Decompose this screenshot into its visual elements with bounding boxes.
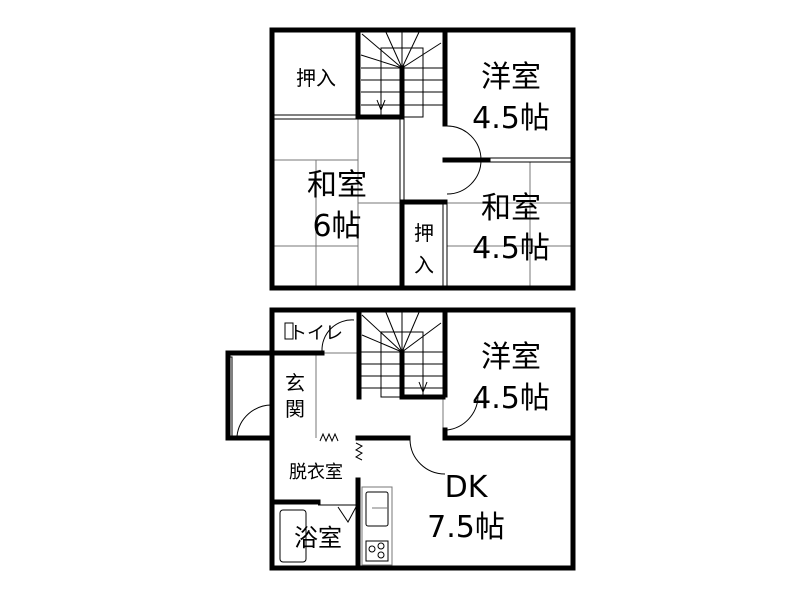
sliding-door: [489, 157, 574, 163]
kitchen-counter: [361, 486, 393, 566]
bathtub: [279, 509, 307, 563]
room-size: 4.5帖: [472, 231, 550, 266]
room-name: DK: [445, 470, 489, 505]
lower-floor: トイレ 玄 関 洋室 4.5帖 脱衣室 浴室 DK 7.5帖: [225, 307, 576, 571]
staircase: [361, 309, 443, 398]
sliding-door: [273, 114, 359, 120]
closet-label: 押: [414, 221, 434, 245]
door-swing: [446, 125, 482, 195]
room-size: 4.5帖: [472, 101, 550, 136]
sliding-door: [399, 116, 405, 203]
door-swing: [321, 319, 355, 352]
room-label-entrance: 関: [285, 397, 305, 421]
door-swing: [446, 396, 479, 431]
folding-door: [355, 442, 363, 461]
room-size: 7.5帖: [427, 510, 505, 545]
room-label-toilet: トイレ: [289, 323, 343, 344]
outer-wall: [269, 27, 576, 291]
burner-icon: [377, 551, 385, 559]
door-swing: [409, 439, 446, 475]
room-label-dressing: 脱衣室: [289, 462, 343, 483]
room-label-entrance: 玄: [285, 371, 305, 395]
toilet-fixture: [284, 322, 294, 340]
folding-door: [337, 506, 357, 523]
closet-label: 押入: [296, 66, 336, 90]
room-name: 洋室: [481, 340, 541, 375]
folding-door: [319, 432, 339, 443]
porch-wall: [225, 350, 275, 441]
room-size: 4.5帖: [472, 381, 550, 416]
room-size: 6帖: [312, 209, 361, 244]
burner-icon: [377, 542, 385, 550]
sink: [365, 491, 389, 527]
room-name: 洋室: [481, 60, 541, 95]
door-swing: [236, 404, 273, 437]
sliding-door: [442, 201, 448, 289]
room-name: 和室: [307, 168, 367, 203]
closet-label: 入: [414, 253, 434, 277]
burner-icon: [368, 545, 376, 553]
upper-floor: 押入 洋室 4.5帖 和室 6帖 和室 4.5帖 押 入: [269, 27, 576, 291]
stove: [365, 540, 389, 562]
room-label-bathroom: 浴室: [294, 524, 342, 552]
tatami-lines: [274, 117, 573, 288]
room-name: 和室: [481, 191, 541, 226]
staircase: [360, 29, 443, 118]
